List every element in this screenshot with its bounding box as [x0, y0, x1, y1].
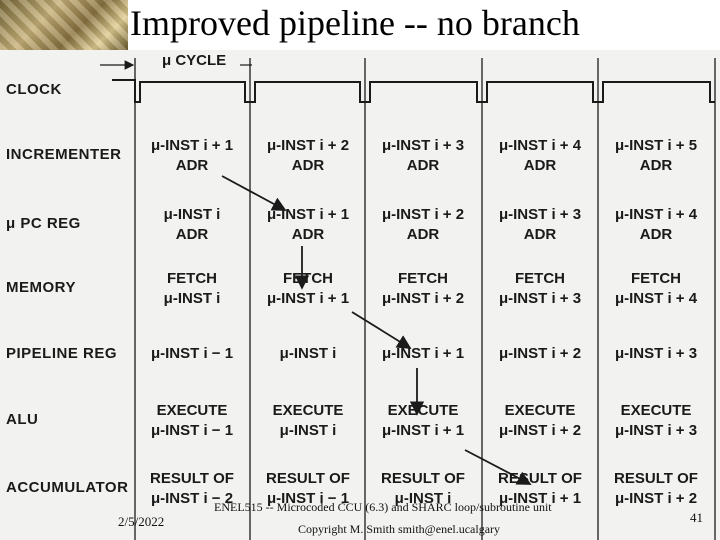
cell-text-alu: EXECUTE — [505, 402, 576, 419]
cell-text-alu: μ-INST i − 1 — [151, 422, 233, 439]
cell-text-memory: FETCH — [631, 270, 681, 287]
data-flow-arrows — [221, 175, 532, 485]
flow-arrow — [464, 449, 532, 485]
cell-text-memory: FETCH — [167, 270, 217, 287]
cell-text-incrementer: μ-INST i + 2 — [267, 137, 349, 154]
cell-text-memory: μ-INST i + 2 — [382, 290, 464, 307]
cell-text-memory: FETCH — [283, 270, 333, 287]
clock-signal — [112, 79, 715, 103]
cell-text-pipeline-reg: μ-INST i — [280, 345, 337, 362]
row-label: ALU — [6, 411, 38, 428]
cell-text-pc-reg: μ-INST i + 3 — [499, 206, 581, 223]
cell-text-alu: μ-INST i + 3 — [615, 422, 697, 439]
cell-text-memory: μ-INST i + 1 — [267, 290, 349, 307]
page-number: 41 — [690, 510, 703, 525]
cell-text-alu: EXECUTE — [157, 402, 228, 419]
row-label: PIPELINE REG — [6, 345, 117, 362]
cell-text-pc-reg: ADR — [407, 226, 440, 243]
cell-text-accumulator: RESULT OF — [614, 470, 698, 487]
cell-text-accumulator: μ-INST i − 1 — [267, 490, 349, 507]
cell-text-pc-reg: μ-INST i + 2 — [382, 206, 464, 223]
cell-text-pipeline-reg: μ-INST i + 2 — [499, 345, 581, 362]
cell-text-pc-reg: ADR — [524, 226, 557, 243]
cell-text-alu: EXECUTE — [388, 402, 459, 419]
clock-waveform — [112, 79, 715, 103]
cell-text-incrementer: ADR — [524, 157, 557, 174]
cell-text-accumulator: μ-INST i − 2 — [151, 490, 233, 507]
cell-text-pc-reg: ADR — [176, 226, 209, 243]
slide-title: Improved pipeline -- no branch — [130, 3, 580, 43]
cell-text-incrementer: ADR — [407, 157, 440, 174]
flow-arrow — [351, 311, 412, 349]
cell-text-alu: EXECUTE — [273, 402, 344, 419]
row-label: MEMORY — [6, 279, 76, 296]
cell-text-incrementer: ADR — [292, 157, 325, 174]
cell-text-pc-reg: ADR — [292, 226, 325, 243]
row-labels: CLOCK INCREMENTER μ PC REG MEMORY PIPELINE R… — [6, 81, 128, 496]
row-label: ACCUMULATOR — [6, 479, 128, 496]
cell-text-accumulator: RESULT OF — [498, 470, 582, 487]
cell-text-accumulator: μ-INST i + 2 — [615, 490, 697, 507]
cell-text-incrementer: μ-INST i + 4 — [499, 137, 582, 154]
cell-text-incrementer: μ-INST i + 5 — [615, 137, 697, 154]
course-note: ENEL515 -- Microcoded CCU (6.3) and SHAR… — [214, 500, 552, 514]
cell-text-accumulator: RESULT OF — [381, 470, 465, 487]
pipeline-cells: μ-INST i + 1 ADR μ-INST i ADR FETCH μ-INST i μ… — [150, 137, 698, 507]
cell-text-pc-reg: μ-INST i — [164, 206, 221, 223]
cell-text-alu: EXECUTE — [621, 402, 692, 419]
cell-text-memory: FETCH — [515, 270, 565, 287]
row-label: INCREMENTER — [6, 146, 122, 163]
cell-text-pc-reg: μ-INST i + 4 — [615, 206, 698, 223]
slide-date: 2/5/2022 — [118, 514, 165, 529]
cell-text-pipeline-reg: μ-INST i + 1 — [382, 345, 464, 362]
cell-text-pipeline-reg: μ-INST i − 1 — [151, 345, 233, 362]
column-dividers — [134, 58, 716, 540]
cell-text-pc-reg: μ-INST i + 1 — [267, 206, 349, 223]
decorative-corner-texture — [0, 0, 128, 50]
cell-text-incrementer: ADR — [640, 157, 673, 174]
cell-text-accumulator: μ-INST i — [395, 490, 452, 507]
cell-text-incrementer: μ-INST i + 3 — [382, 137, 464, 154]
cell-text-alu: μ-INST i + 2 — [499, 422, 581, 439]
cell-text-accumulator: RESULT OF — [150, 470, 234, 487]
cell-text-pc-reg: ADR — [640, 226, 673, 243]
cell-text-alu: μ-INST i + 1 — [382, 422, 464, 439]
cell-text-memory: μ-INST i + 3 — [499, 290, 581, 307]
cell-text-memory: μ-INST i + 4 — [615, 290, 698, 307]
cell-text-memory: FETCH — [398, 270, 448, 287]
cycle-marker: μ CYCLE — [100, 52, 252, 70]
row-label: CLOCK — [6, 81, 62, 98]
cell-text-incrementer: ADR — [176, 157, 209, 174]
row-label: μ PC REG — [6, 215, 81, 232]
cell-text-accumulator: μ-INST i + 1 — [499, 490, 581, 507]
cell-text-accumulator: RESULT OF — [266, 470, 350, 487]
copyright-text: Copyright M. Smith smith@enel.ucalgary — [298, 522, 501, 536]
pipeline-diagram: μ CYCLE CLOCK INCREMENTER μ PC REG MEMORY PI… — [0, 50, 720, 540]
flow-arrow — [221, 175, 287, 211]
cell-text-pipeline-reg: μ-INST i + 3 — [615, 345, 697, 362]
cell-text-memory: μ-INST i — [164, 290, 221, 307]
pipeline-diagram-canvas: μ CYCLE CLOCK INCREMENTER μ PC REG MEMORY PI… — [6, 52, 716, 540]
cell-text-alu: μ-INST i — [280, 422, 337, 439]
cell-text-incrementer: μ-INST i + 1 — [151, 137, 233, 154]
cycle-label: μ CYCLE — [162, 52, 226, 69]
